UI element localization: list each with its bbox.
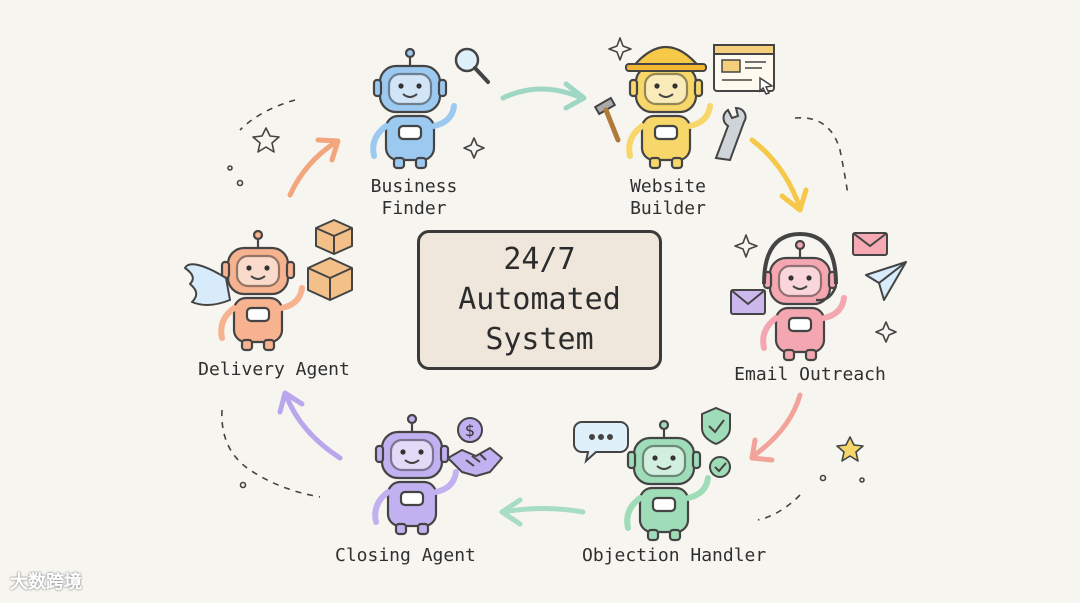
hammer-icon bbox=[595, 98, 618, 140]
robot-delivery-agent bbox=[221, 231, 302, 350]
label-website-builder-line1: Website bbox=[614, 176, 722, 198]
arrow-handler-to-closing bbox=[502, 509, 583, 513]
arrow-closing-to-delivery bbox=[286, 395, 340, 458]
label-business-finder-line2: Finder bbox=[360, 198, 468, 220]
label-delivery-agent: Delivery Agent bbox=[198, 359, 350, 381]
center-line-2: Automated bbox=[458, 280, 621, 320]
center-line-3: System bbox=[485, 320, 593, 360]
dashed-trail bbox=[222, 410, 320, 497]
shield-check-icon bbox=[702, 408, 730, 477]
label-objection-handler: Objection Handler bbox=[582, 545, 762, 567]
center-system-box: 24/7 Automated System bbox=[417, 230, 662, 370]
paper-plane-icon bbox=[866, 262, 906, 300]
dashed-trail bbox=[795, 118, 848, 195]
robot-business-finder bbox=[373, 49, 454, 168]
label-email-outreach: Email Outreach bbox=[730, 364, 890, 386]
svg-text:$: $ bbox=[465, 421, 475, 440]
browser-window-icon bbox=[714, 45, 774, 94]
arrow-outreach-to-handler bbox=[752, 395, 800, 457]
label-website-builder: Website Builder bbox=[614, 176, 722, 220]
magnifier-icon bbox=[456, 49, 488, 82]
dashed-trail bbox=[240, 100, 295, 130]
dashed-trail bbox=[758, 495, 800, 520]
label-business-finder-line1: Business bbox=[360, 176, 468, 198]
robot-objection-handler bbox=[627, 421, 708, 540]
label-business-finder: Business Finder bbox=[360, 176, 468, 220]
center-line-1: 24/7 bbox=[503, 240, 575, 280]
hard-hat-brim bbox=[626, 64, 706, 71]
wrench-icon bbox=[716, 108, 746, 160]
arrow-delivery-to-finder bbox=[290, 142, 336, 195]
label-website-builder-line2: Builder bbox=[614, 198, 722, 220]
robot-closing-agent bbox=[375, 415, 456, 534]
package-icon bbox=[308, 220, 352, 300]
watermark-logo: 大数跨境 bbox=[10, 568, 82, 594]
label-closing-agent: Closing Agent bbox=[335, 545, 475, 567]
speech-bubble-icon bbox=[574, 422, 628, 461]
arrow-builder-to-outreach bbox=[752, 140, 800, 208]
dollar-coin-icon: $ bbox=[458, 418, 482, 442]
